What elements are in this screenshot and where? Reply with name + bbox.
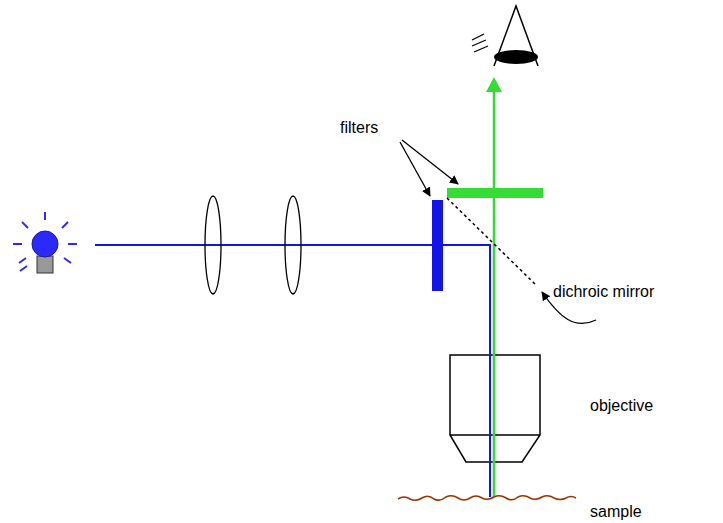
lens xyxy=(205,196,221,294)
excitation-filter xyxy=(432,200,443,291)
emission-filter xyxy=(447,188,543,198)
sample-surface xyxy=(398,496,576,501)
part-label: objective xyxy=(590,396,653,415)
dichroic-mirror xyxy=(447,198,536,285)
part-label: dichroic mirror xyxy=(553,282,654,301)
part-label: sample xyxy=(590,502,642,521)
emission-beam xyxy=(493,90,496,497)
eye xyxy=(472,6,538,66)
part-label: filters xyxy=(340,118,378,137)
excitation-beam xyxy=(95,245,490,497)
emission-arrowhead xyxy=(486,77,502,92)
leader-line xyxy=(402,140,458,184)
lens xyxy=(285,196,301,294)
lamp xyxy=(13,212,77,273)
